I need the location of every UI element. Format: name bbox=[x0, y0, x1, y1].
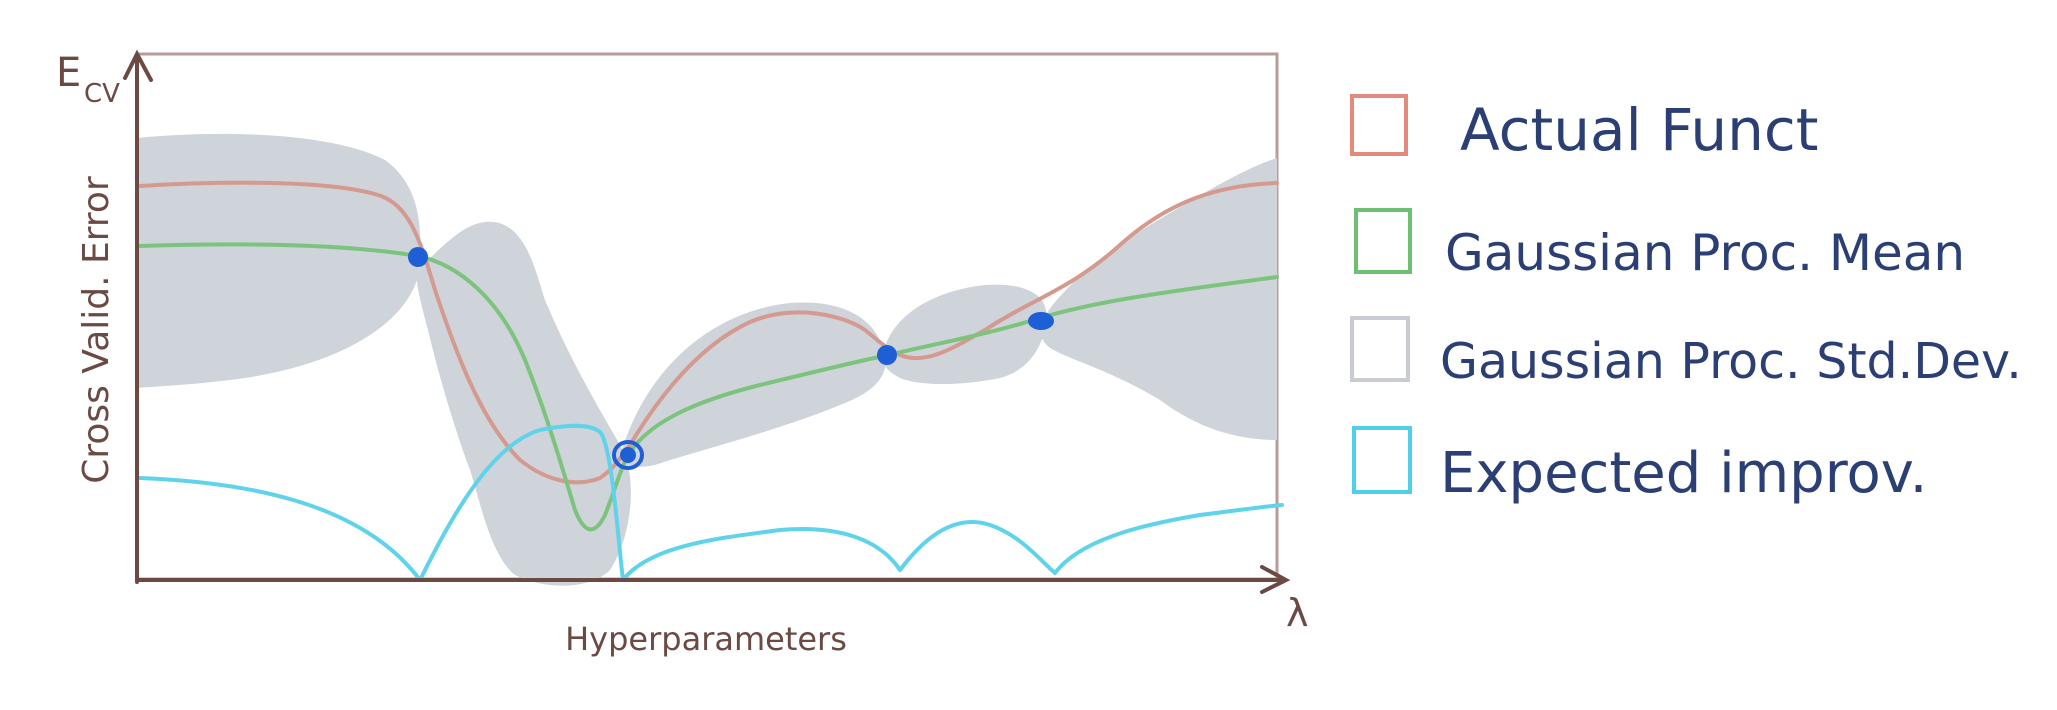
legend-swatch-std-dev bbox=[1350, 316, 1410, 382]
legend-swatch-improvement bbox=[1352, 426, 1412, 494]
legend-entry-std-dev: Gaussian Proc. Std.Dev. bbox=[1350, 316, 2022, 390]
x-axis-arrow bbox=[1260, 565, 1291, 594]
observation-points bbox=[408, 247, 1054, 470]
x-axis-label: Hyperparameters bbox=[565, 620, 847, 658]
y-axis-label: Cross Valid. Error bbox=[76, 176, 117, 484]
axes bbox=[123, 49, 1291, 594]
x-axis-symbol: λ bbox=[1286, 591, 1309, 635]
legend-label-actual: Actual Funct bbox=[1460, 96, 1818, 164]
band-segment-2 bbox=[416, 221, 631, 586]
legend-entry-actual: Actual Funct bbox=[1350, 94, 1818, 164]
band-segment-4 bbox=[882, 284, 1047, 384]
legend-label-improvement: Expected improv. bbox=[1440, 441, 1927, 506]
legend-entry-improvement: Expected improv. bbox=[1352, 426, 1927, 506]
y-axis-symbol: E bbox=[56, 50, 81, 96]
observation-point bbox=[612, 440, 644, 470]
observation-point bbox=[408, 247, 428, 267]
legend-entry-mean: Gaussian Proc. Mean bbox=[1354, 208, 1965, 282]
gp-mean-curve bbox=[138, 242, 1279, 532]
legend: Actual Funct Gaussian Proc. Mean Gaussia… bbox=[1350, 94, 2022, 506]
legend-label-mean: Gaussian Proc. Mean bbox=[1445, 224, 1965, 282]
y-axis-arrow bbox=[123, 49, 153, 82]
std-dev-band bbox=[137, 133, 1277, 586]
band-segment-5 bbox=[1039, 158, 1277, 440]
observation-point bbox=[1028, 312, 1054, 330]
expected-improvement-curve bbox=[138, 423, 1284, 582]
legend-swatch-mean bbox=[1354, 208, 1412, 274]
legend-label-std-dev: Gaussian Proc. Std.Dev. bbox=[1440, 333, 2022, 390]
actual-function-curve bbox=[138, 180, 1279, 485]
band-segment-1 bbox=[137, 133, 421, 388]
legend-swatch-actual bbox=[1350, 94, 1408, 156]
observation-point bbox=[877, 345, 897, 365]
observation-point bbox=[620, 447, 636, 463]
y-axis-symbol-subscript: CV bbox=[84, 79, 120, 109]
